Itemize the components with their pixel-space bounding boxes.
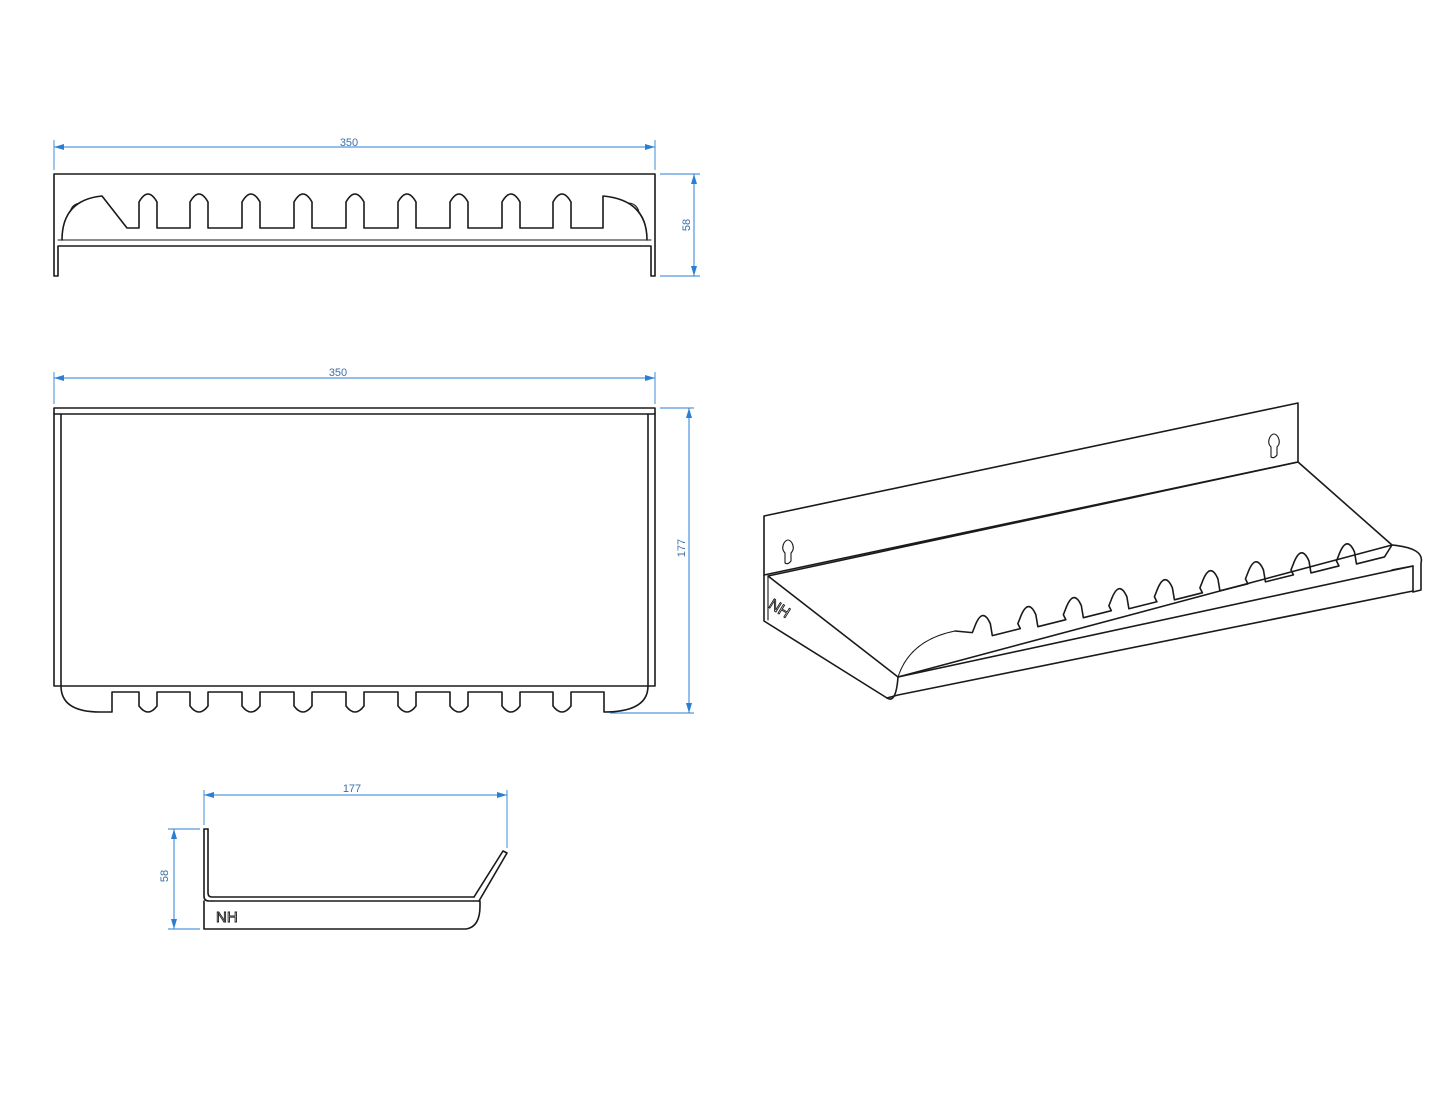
side-view-back-plate bbox=[203, 828, 213, 902]
side-view-base bbox=[203, 828, 481, 930]
iso-view-right-end bbox=[1391, 544, 1423, 593]
front-view-left-end-bump bbox=[69, 202, 81, 213]
dimension-arrow-icon bbox=[686, 703, 692, 713]
side-view-logo: NH bbox=[216, 909, 238, 926]
dimension-arrow-icon bbox=[54, 375, 64, 381]
iso-view-back-plate bbox=[763, 402, 1299, 576]
iso-view-tray-floor bbox=[767, 461, 1393, 678]
dimension-arrow-icon bbox=[691, 174, 697, 184]
keyhole-slot-icon bbox=[1268, 433, 1280, 459]
iso-view-slotted-lip bbox=[954, 543, 1393, 637]
side-view-height-label: 58 bbox=[159, 870, 171, 882]
iso-view-left-end bbox=[763, 574, 899, 700]
front-view-slotted-lip bbox=[61, 193, 648, 241]
dimension-arrow-icon bbox=[204, 792, 214, 798]
dimension-arrow-icon bbox=[686, 408, 692, 418]
top-view-depth-label: 177 bbox=[676, 539, 688, 557]
dimension-arrow-icon bbox=[54, 144, 64, 150]
front-view-width-label: 350 bbox=[340, 137, 358, 149]
front-view: 350 58 bbox=[53, 137, 700, 277]
iso-view-left-curl bbox=[897, 630, 956, 678]
side-view-depth-label: 177 bbox=[343, 783, 361, 795]
front-view-back-plate bbox=[53, 173, 656, 277]
iso-view-front-edge bbox=[886, 565, 1414, 699]
front-view-height-label: 58 bbox=[681, 219, 693, 231]
iso-view-logo: NH bbox=[766, 596, 793, 622]
dimension-arrow-icon bbox=[645, 144, 655, 150]
top-view-width-label: 350 bbox=[329, 367, 347, 379]
side-view-back-plate-inner bbox=[207, 828, 475, 898]
top-view-tray-outline bbox=[53, 413, 656, 687]
front-view-right-end-bump bbox=[628, 202, 640, 213]
dimension-arrow-icon bbox=[645, 375, 655, 381]
keyhole-slot-icon bbox=[782, 539, 794, 565]
dimension-arrow-icon bbox=[497, 792, 507, 798]
dimension-arrow-icon bbox=[691, 266, 697, 276]
dimension-arrow-icon bbox=[171, 829, 177, 839]
side-view-front-lip bbox=[473, 850, 508, 902]
top-view-back-edge bbox=[53, 407, 656, 415]
top-view-slotted-lip bbox=[60, 685, 649, 713]
iso-view: NH bbox=[763, 402, 1423, 700]
dimension-arrow-icon bbox=[171, 919, 177, 929]
top-view: 350 177 bbox=[53, 367, 694, 714]
side-view: NH 177 58 bbox=[159, 783, 508, 930]
